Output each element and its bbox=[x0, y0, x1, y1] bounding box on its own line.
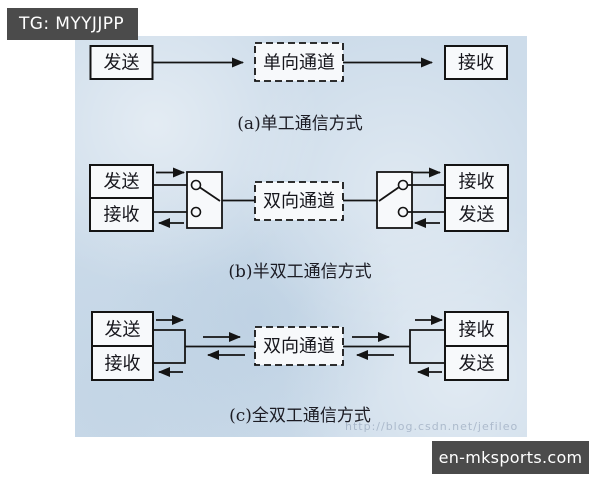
hd-right-switch-box bbox=[376, 171, 413, 229]
hd-right-send-label: 发送 bbox=[459, 205, 495, 226]
fd-right-send-label: 发送 bbox=[459, 354, 495, 375]
hd-left-switch-box bbox=[186, 171, 223, 229]
hd-left-switch-contact-top bbox=[190, 179, 202, 191]
fd-channel-label: 双向通道 bbox=[263, 336, 335, 357]
fd-right-combiner-bracket bbox=[409, 329, 445, 364]
hd-right-receive-label: 接收 bbox=[459, 172, 495, 193]
simplex-sender-label: 发送 bbox=[104, 53, 140, 74]
fd-right-receive-label: 接收 bbox=[459, 320, 495, 341]
simplex-receiver-box bbox=[444, 45, 508, 80]
fd-channel-box bbox=[254, 326, 344, 366]
simplex-receiver-label: 接收 bbox=[458, 53, 494, 74]
diagram-full-duplex: 发送 接收 双向通道 接收 发送 bbox=[91, 311, 509, 426]
hd-right-switch-icon bbox=[376, 171, 413, 229]
hd-left-switch-icon bbox=[186, 171, 223, 229]
hd-right-switch-contact-bottom bbox=[397, 206, 409, 218]
diagram-simplex: 发送 单向通道 接收 (a)单工通信方式 bbox=[89, 42, 508, 134]
fd-left-combiner-bracket bbox=[153, 329, 186, 364]
hd-left-switch-contact-bottom bbox=[190, 206, 202, 218]
simplex-channel-box bbox=[254, 42, 344, 82]
hd-channel-label: 双向通道 bbox=[263, 191, 335, 212]
hd-right-switch-lever bbox=[378, 186, 400, 202]
simplex-caption: (a)单工通信方式 bbox=[237, 114, 362, 134]
simplex-channel-label: 单向通道 bbox=[263, 53, 335, 74]
simplex-sender-box bbox=[89, 45, 154, 80]
diagram-half-duplex: 发送 接收 双向通道 bbox=[89, 164, 509, 282]
hd-left-send-label: 发送 bbox=[104, 172, 140, 193]
fd-left-send-label: 发送 bbox=[105, 320, 141, 341]
watermark-badge-top-left: TG: MYYJJPP bbox=[7, 8, 138, 40]
faint-url-watermark: http://blog.csdn.net/jefileo bbox=[345, 420, 518, 433]
full-duplex-caption: (c)全双工通信方式 bbox=[229, 406, 371, 426]
fd-left-receive-label: 接收 bbox=[105, 354, 141, 375]
hd-left-switch-lever bbox=[199, 186, 221, 202]
hd-left-receive-label: 接收 bbox=[104, 205, 140, 226]
hd-right-switch-contact-top bbox=[397, 179, 409, 191]
half-duplex-caption: (b)半双工通信方式 bbox=[228, 262, 371, 282]
watermark-badge-bottom-right: en-mksports.com bbox=[432, 441, 589, 474]
hd-channel-box bbox=[254, 181, 344, 221]
